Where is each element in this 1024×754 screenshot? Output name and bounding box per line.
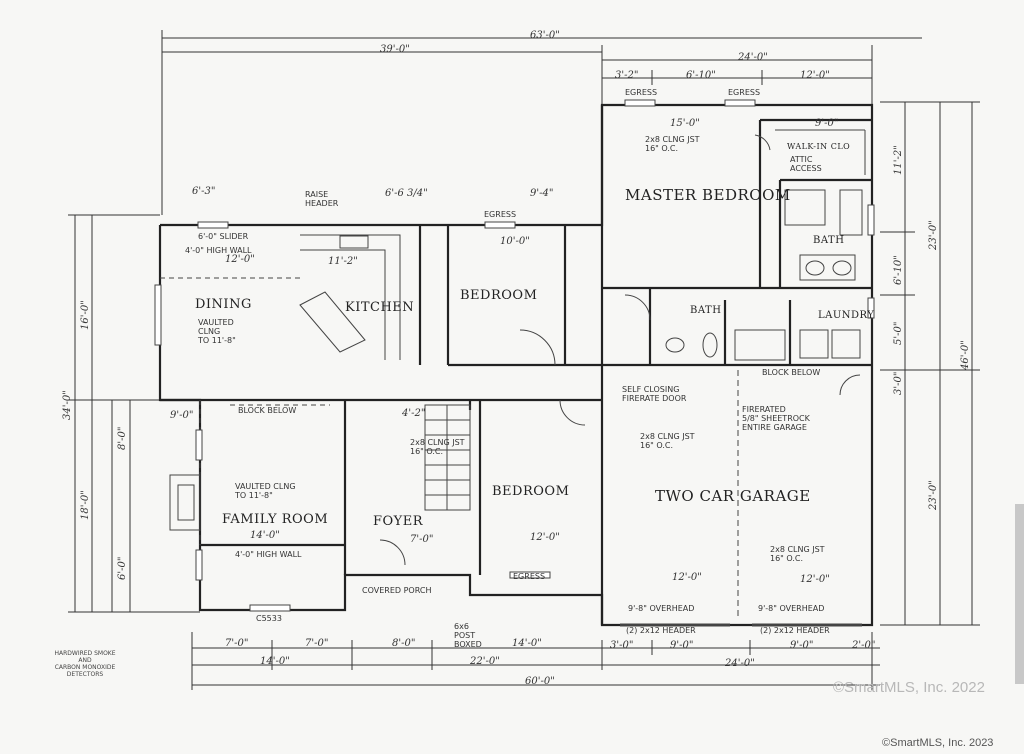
note-block-below-2: BLOCK BELOW	[762, 368, 821, 377]
note-egress-4: EGRESS	[513, 572, 546, 581]
room-label-bath: BATH	[813, 235, 845, 246]
dim-dining-width: 12'-0"	[225, 254, 255, 265]
note-header-left: (2) 2x12 HEADER	[626, 626, 696, 635]
dim-foyer-width: 7'-0"	[410, 534, 434, 545]
dim-right-f: 3'-0"	[893, 371, 904, 395]
dim-closet-width: 9'-0"	[815, 118, 839, 129]
dim-bottom-f: 22'-0"	[470, 656, 500, 667]
dim-bed3-width: 12'-0"	[530, 532, 560, 543]
note-half-wall-2: 4'-0" HIGH WALL	[235, 550, 302, 559]
dim-bed-top: 9'-4"	[530, 188, 554, 199]
room-label-bath-2: BATH	[690, 305, 722, 316]
note-garage-joist: 2x8 CLNG JST 16" O.C.	[640, 432, 695, 450]
dim-top-a: 3'-2"	[615, 70, 639, 81]
dim-right-overall: 46'-0"	[960, 340, 971, 370]
note-fire-wall: FIRERATED 5/8" SHEETROCK ENTIRE GARAGE	[742, 405, 810, 432]
dim-right-top: 24'-0"	[738, 52, 768, 63]
note-egress-2: EGRESS	[728, 88, 761, 97]
dim-right-c: 11'-2"	[893, 145, 904, 175]
dim-left-a: 16'-0"	[80, 300, 91, 330]
dim-dining-top: 6'-3"	[192, 186, 216, 197]
dim-kitchen-top: 6'-6 3/4"	[385, 188, 428, 199]
note-half-wall: 4'-0" HIGH WALL	[185, 246, 252, 255]
note-bed-joist: 2x8 CLNG JST 16" O.C.	[410, 438, 465, 456]
dim-top-c: 12'-0"	[800, 70, 830, 81]
note-raise-header: RAISE HEADER	[305, 190, 339, 208]
dim-bottom-i: 3'-0"	[610, 640, 634, 651]
dim-bottom-h: 9'-0"	[790, 640, 814, 651]
note-block-below: BLOCK BELOW	[238, 406, 297, 415]
note-header-right: (2) 2x12 HEADER	[760, 626, 830, 635]
detector-legend: HARDWIRED SMOKE AND CARBON MONOXIDE DETE…	[54, 650, 116, 678]
dim-garage-width: 12'-0"	[672, 572, 702, 583]
room-label-dining: DINING	[195, 297, 252, 312]
dim-bottom-d: 14'-0"	[512, 638, 542, 649]
note-attic: ATTIC ACCESS	[790, 155, 822, 173]
dim-left-c: 8'-0"	[117, 426, 128, 450]
dim-bottom-b: 7'-0"	[305, 638, 329, 649]
watermark-bottom: ©SmartMLS, Inc. 2023	[882, 737, 994, 749]
dim-bottom-e: 14'-0"	[260, 656, 290, 667]
dim-fam-width: 14'-0"	[250, 530, 280, 541]
dim-garage-width2: 12'-0"	[800, 574, 830, 585]
dim-right-d: 6'-10"	[893, 255, 904, 285]
note-casement: C5533	[256, 614, 282, 623]
dim-left-top: 39'-0"	[380, 44, 410, 55]
dim-bottom-c: 8'-0"	[392, 638, 416, 649]
room-label-bedroom-2: BEDROOM	[460, 288, 538, 303]
note-slider: 6'-0" SLIDER	[198, 232, 249, 241]
note-egress-1: EGRESS	[625, 88, 658, 97]
dim-hall: 4'-2"	[402, 408, 426, 419]
room-label-two-car-garage: TWO CAR GARAGE	[655, 487, 811, 505]
dim-top-b: 6'-10"	[686, 70, 716, 81]
dim-bottom-g: 9'-0"	[670, 640, 694, 651]
note-garage-joist-2: 2x8 CLNG JST 16" O.C.	[770, 545, 825, 563]
dim-bottom-j: 2'-0"	[852, 640, 876, 651]
note-dining-vault: VAULTED CLNG TO 11'-8"	[198, 318, 236, 345]
note-family-vault: VAULTED CLNG TO 11'-8"	[235, 482, 296, 500]
scrollbar[interactable]	[1015, 504, 1024, 684]
room-label-bedroom-3: BEDROOM	[492, 484, 570, 499]
room-label-walkin: WALK-IN CLO	[787, 142, 851, 151]
dim-fam-left: 9'-0"	[170, 410, 194, 421]
dim-master-width: 15'-0"	[670, 118, 700, 129]
dim-bottom-overall: 60'-0"	[525, 676, 555, 687]
dim-right-e: 5'-0"	[893, 321, 904, 345]
room-label-master-bedroom: MASTER BEDROOM	[625, 186, 791, 204]
dim-left-overall: 34'-0"	[62, 390, 73, 420]
dim-right-a: 23'-0"	[928, 220, 939, 250]
dim-bottom-right: 24'-0"	[725, 658, 755, 669]
note-egress-3: EGRESS	[484, 210, 517, 219]
dim-right-b: 23'-0"	[928, 480, 939, 510]
room-label-laundry: LAUNDRY	[818, 310, 875, 321]
dim-bottom-a: 7'-0"	[225, 638, 249, 649]
dim-overall-top: 63'-0"	[530, 30, 560, 41]
dim-bed2-width: 10'-0"	[500, 236, 530, 247]
room-label-foyer: FOYER	[373, 514, 424, 529]
note-fire-door: SELF CLOSING FIRERATE DOOR	[622, 385, 687, 403]
dim-left-d: 6'-0"	[117, 556, 128, 580]
note-post: 6x6 POST BOXED	[454, 622, 482, 649]
watermark: ©SmartMLS, Inc. 2022	[833, 679, 985, 696]
note-master-joist: 2x8 CLNG JST 16" O.C.	[645, 135, 700, 153]
room-label-kitchen: KITCHEN	[345, 300, 415, 315]
dim-left-b: 18'-0"	[80, 490, 91, 520]
note-overhead-right: 9'-8" OVERHEAD	[758, 604, 825, 613]
note-covered-porch: COVERED PORCH	[362, 586, 432, 595]
room-label-family-room: FAMILY ROOM	[222, 512, 329, 527]
note-overhead-left: 9'-8" OVERHEAD	[628, 604, 695, 613]
dim-kitchen-width: 11'-2"	[328, 256, 358, 267]
